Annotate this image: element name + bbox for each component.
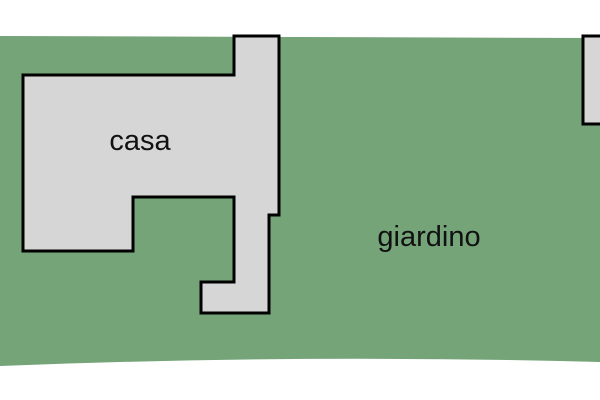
garden-label: giardino (377, 221, 480, 253)
house-building-outline (21, 34, 281, 315)
house-label: casa (109, 125, 171, 157)
neighbour-building-outline (581, 34, 600, 126)
